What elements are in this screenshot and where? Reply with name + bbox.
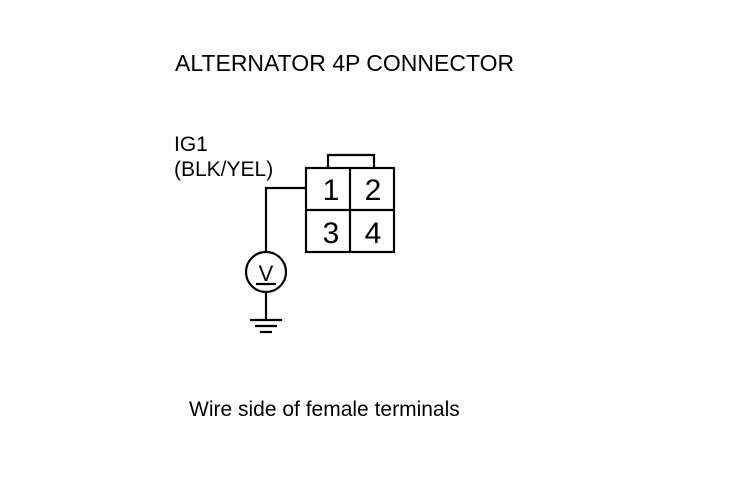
wire-color-label: (BLK/YEL) bbox=[174, 158, 274, 181]
probe-wire bbox=[264, 186, 306, 252]
diagram-title: ALTERNATOR 4P CONNECTOR bbox=[175, 50, 515, 76]
voltmeter-symbol: V bbox=[259, 261, 274, 286]
wire-name-label: IG1 bbox=[174, 133, 208, 156]
connector-pin-4: 4 bbox=[365, 217, 382, 250]
connector-pin-2: 2 bbox=[365, 174, 382, 207]
connector-pin-3: 3 bbox=[323, 217, 340, 250]
diagram-caption: Wire side of female terminals bbox=[189, 398, 460, 421]
connector-lock-tab bbox=[326, 153, 376, 168]
ground-icon bbox=[250, 318, 282, 334]
connector-pin-1: 1 bbox=[323, 174, 340, 207]
